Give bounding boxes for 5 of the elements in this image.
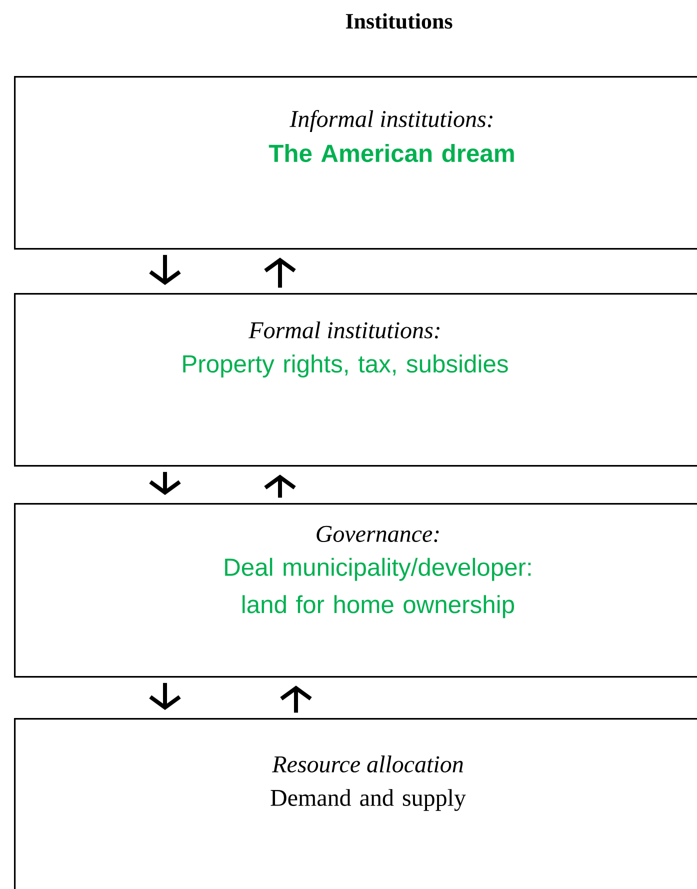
text-box: Governance: Deal municipality/developer: land for home ownership (14, 503, 697, 678)
text-box: Informal institutions: The American dream (14, 76, 697, 250)
text-box: Resource allocation Demand and supply (14, 718, 697, 889)
title: Institutions (346, 13, 452, 29)
text-box: Formal institutions: Property rights, tax, subsidies (14, 293, 697, 467)
